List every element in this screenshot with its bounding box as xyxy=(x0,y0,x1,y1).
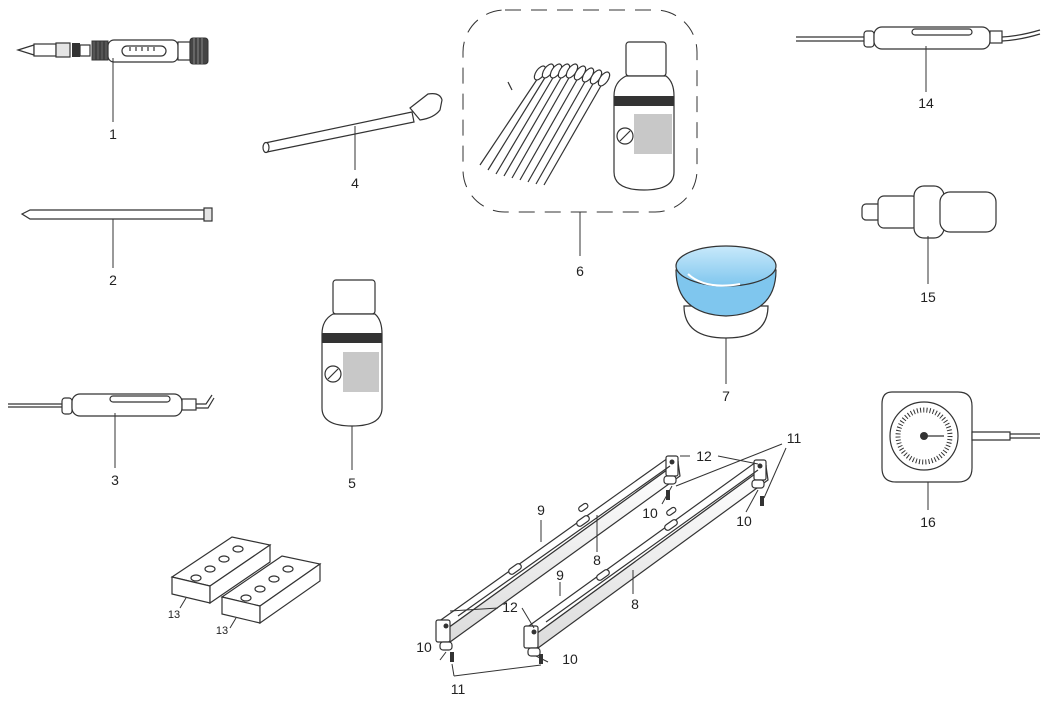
callout-15: 15 xyxy=(920,289,936,305)
callout-8b: 8 xyxy=(631,596,639,612)
leader-11b2 xyxy=(451,663,455,677)
callout-10c: 10 xyxy=(416,639,432,655)
pressure-gauge-icon xyxy=(881,391,1040,483)
callout-10a: 10 xyxy=(642,505,658,521)
callout-9a: 9 xyxy=(537,502,545,518)
callout-10d: 10 xyxy=(562,651,578,667)
leader-13a xyxy=(179,597,187,609)
callout-2: 2 xyxy=(109,272,117,288)
rail-icon xyxy=(435,455,769,650)
swab-kit-icon xyxy=(462,9,698,213)
coupling-icon xyxy=(861,185,997,239)
callout-3: 3 xyxy=(111,472,119,488)
callout-6: 6 xyxy=(576,263,584,279)
leader-11a xyxy=(675,443,783,487)
leader-12b2 xyxy=(521,607,535,629)
callout-10b: 10 xyxy=(736,513,752,529)
callout-16: 16 xyxy=(920,514,936,530)
leader-10a xyxy=(661,485,673,505)
mounting-block-icon xyxy=(170,536,322,625)
callout-1: 1 xyxy=(109,126,117,142)
foot-icon xyxy=(439,475,765,657)
callout-11a: 11 xyxy=(787,430,802,446)
leader-11b xyxy=(453,664,542,677)
bowl-icon xyxy=(675,245,777,339)
callout-13a: 13 xyxy=(168,609,180,621)
callout-7: 7 xyxy=(722,388,730,404)
leader-11a2 xyxy=(763,447,787,499)
leader-12b xyxy=(449,607,499,612)
callout-11b: 11 xyxy=(451,681,466,697)
callout-12a: 12 xyxy=(696,448,712,464)
spatula-icon xyxy=(262,93,443,154)
adjustment-tool-icon xyxy=(15,37,209,65)
leader-10c xyxy=(439,651,447,661)
callout-8a: 8 xyxy=(593,552,601,568)
bottle-icon xyxy=(321,279,383,427)
callout-9b: 9 xyxy=(556,567,564,583)
probe-pen-icon xyxy=(796,26,1041,50)
leader-12a2 xyxy=(717,455,759,465)
leader-10d xyxy=(535,655,549,663)
rod-icon xyxy=(20,207,213,222)
leader-13b xyxy=(229,617,237,629)
callout-13b: 13 xyxy=(216,625,228,637)
callout-4: 4 xyxy=(351,175,359,191)
end-cap-icon xyxy=(443,459,763,635)
leader-10b xyxy=(745,489,759,513)
callout-12b: 12 xyxy=(502,599,518,615)
probe-pen-icon xyxy=(8,393,215,417)
callout-5: 5 xyxy=(348,475,356,491)
callout-14: 14 xyxy=(918,95,934,111)
